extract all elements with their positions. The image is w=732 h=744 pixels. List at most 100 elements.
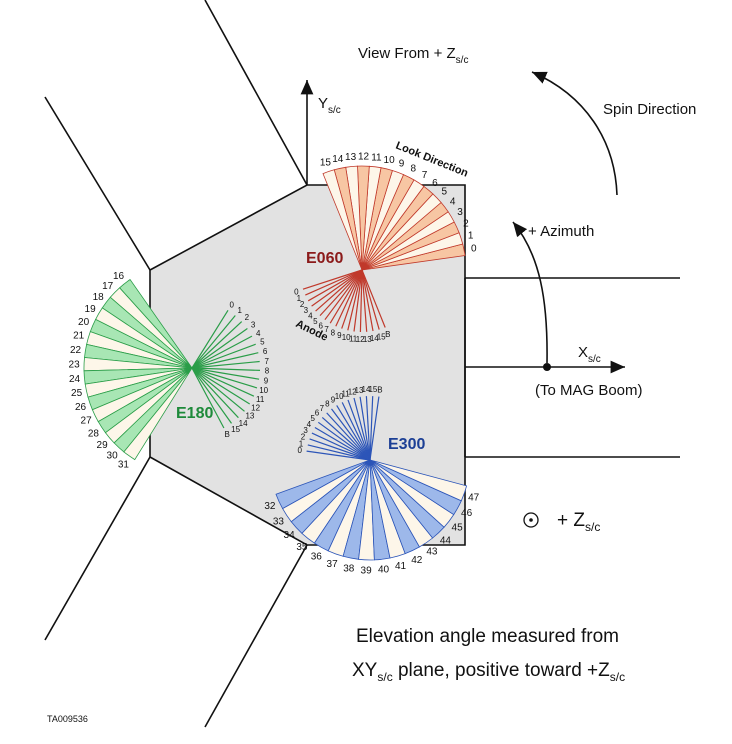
e300-look-label: 37 (327, 559, 339, 570)
e180-anode-label: 10 (259, 386, 268, 395)
e060-look-label: 14 (332, 154, 344, 165)
e180-look-label: 31 (118, 460, 130, 471)
e180-look-label: 19 (85, 304, 97, 315)
e300-anode-label: 10 (335, 392, 344, 401)
e180-label: E180 (176, 405, 213, 422)
e180-anode-ray (191, 328, 248, 369)
e300-anode-ray (326, 412, 371, 461)
e300-look-label: 44 (440, 536, 452, 547)
e180-anode-label: 8 (265, 367, 270, 376)
e300-anode-label: 4 (307, 420, 312, 429)
e060-anode-label: 9 (337, 331, 342, 340)
e060-anode-label: 2 (300, 300, 305, 309)
y-axis-label: Ys/c (318, 95, 341, 116)
e060-anode-label: 14 (370, 334, 379, 343)
e300-anode-ray (331, 408, 371, 461)
e060-anode-label: 7 (324, 325, 329, 334)
e060-anode-label: 4 (308, 312, 313, 321)
e300-look-label: 32 (264, 501, 276, 512)
e060-anode-label: 5 (313, 317, 318, 326)
e060-anode-ray (305, 269, 363, 296)
e060-look-label: 4 (450, 197, 456, 208)
e060-look-label: 0 (471, 243, 477, 254)
e060-anode-ray (319, 269, 363, 317)
spin-direction-label: Spin Direction (603, 101, 696, 118)
e180-anode-label: 5 (260, 338, 265, 347)
e300-anode-ray (309, 438, 371, 461)
e060-anode-ray (307, 269, 363, 302)
e180-anode-ray (191, 367, 239, 419)
e060-look-label: 15 (320, 158, 332, 169)
z-axis-symbol (523, 512, 539, 528)
e180-anode-ray (191, 367, 225, 429)
e180-look-label: 27 (81, 416, 93, 427)
e300-look-label: 45 (452, 523, 464, 534)
e180-look-label: 20 (78, 317, 90, 328)
e180-look-label: 18 (93, 292, 105, 303)
e300-look-label: 33 (273, 516, 285, 527)
figure-id: TA009536 (47, 714, 88, 724)
e060-look-label: 6 (432, 178, 438, 189)
e180-look-label: 16 (113, 271, 125, 282)
e300-look-label: 35 (296, 542, 308, 553)
e180-anode-label: 9 (264, 376, 269, 385)
e300-anode-ray (306, 450, 371, 461)
e180-anode-label: 14 (239, 419, 248, 428)
e300-anode-label: 9 (331, 395, 336, 404)
e060-label: E060 (306, 250, 343, 267)
e060-anode-ray (302, 269, 363, 290)
e300-look-label: 43 (426, 547, 438, 558)
e180-anode-label: 7 (264, 357, 269, 366)
e060-anode-label: 0 (294, 287, 299, 296)
e180-look-label: 17 (102, 281, 114, 292)
e060-anode-label: 15 (377, 332, 386, 341)
e180-anode-ray (191, 315, 236, 369)
e300-look-label: 42 (411, 555, 423, 566)
e060-anode-ray (324, 269, 363, 321)
e300-anode-label: 5 (310, 414, 315, 423)
e300-anode-label: 3 (303, 426, 308, 435)
azimuth-label: + Azimuth (528, 223, 594, 240)
e300-anode-label: 13 (355, 386, 364, 395)
e180-anode-label: 0 (229, 300, 234, 309)
caption-line-1: Elevation angle measured from (356, 626, 619, 647)
e180-anode-label: 15 (231, 425, 240, 434)
e180-anode-label: 4 (256, 329, 261, 338)
e060-anode-ray (335, 269, 363, 327)
spin-direction-arrow (531, 71, 618, 196)
e300-look-label: 46 (461, 508, 473, 519)
e180-anode-ray (191, 309, 229, 369)
e300-label: E300 (388, 436, 425, 453)
e060-anode-ray (341, 269, 363, 329)
e060-look-label: 3 (457, 207, 463, 218)
e060-anode-label: B (385, 330, 390, 339)
e180-look-label: 30 (107, 450, 119, 461)
e180-anode-ray (191, 367, 258, 389)
e300-anode-label: 6 (315, 409, 320, 418)
caption-line-2: XYs/c plane, positive toward +Zs/c (352, 660, 625, 684)
e180-look-label: 25 (71, 388, 83, 399)
e060-anode-ray (353, 269, 363, 332)
z-axis-label: + Zs/c (557, 510, 600, 534)
e180-anode-ray (191, 367, 260, 380)
e060-look-label: 2 (463, 219, 469, 230)
e060-look-label: 13 (345, 152, 357, 163)
e060-look-label: 1 (468, 231, 474, 242)
e300-look-label: 39 (361, 565, 373, 576)
e060-anode-label: 10 (342, 333, 351, 342)
e300-look-label: 34 (284, 530, 296, 541)
e060-anode-label: 11 (349, 334, 358, 343)
e060-look-label: 5 (442, 187, 448, 198)
e060-anode-ray (347, 269, 363, 331)
e180-anode-label: 6 (263, 347, 268, 356)
e300-anode-ray (341, 402, 371, 461)
e300-anode-ray (311, 432, 371, 461)
e180-anode-ray (191, 343, 256, 369)
e180-look-label: 21 (73, 331, 85, 342)
e060-anode-ray (361, 269, 380, 330)
e180-anode-label: 1 (237, 306, 242, 315)
e300-anode-ray (369, 396, 374, 461)
